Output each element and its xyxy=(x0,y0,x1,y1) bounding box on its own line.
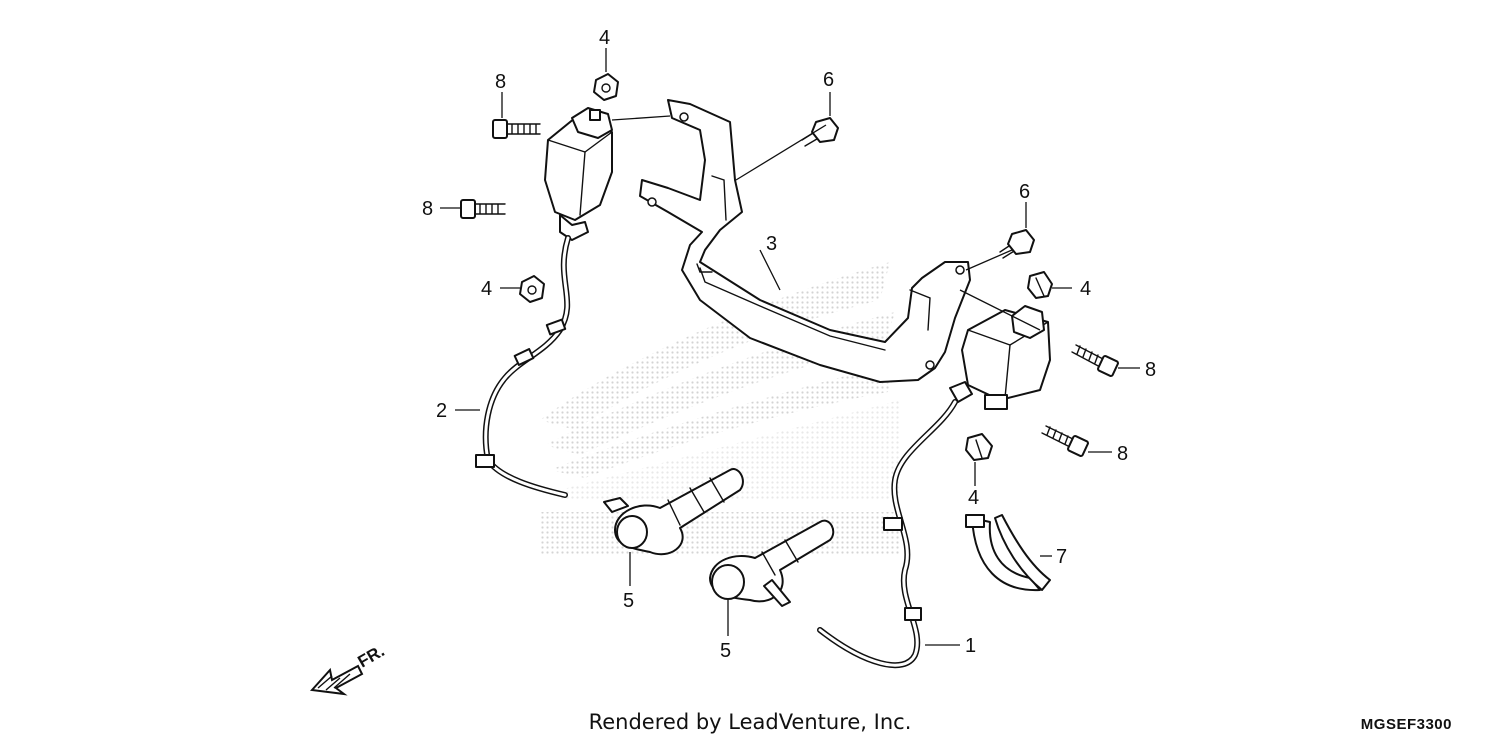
callout-3: 3 xyxy=(766,233,777,255)
callout-4: 4 xyxy=(968,487,979,509)
spark-plug-cap-upper[interactable] xyxy=(603,468,744,556)
callout-4: 4 xyxy=(599,27,610,49)
callout-5: 5 xyxy=(623,590,634,612)
bolt-mid-left[interactable] xyxy=(460,199,506,219)
drawing-code: MGSEF3300 xyxy=(1360,716,1452,733)
callout-labels: 4 8 6 8 6 3 4 4 8 2 8 4 7 5 1 5 xyxy=(422,27,1156,662)
callout-6: 6 xyxy=(1019,181,1030,203)
front-arrow-icon: FR. xyxy=(309,641,388,696)
clip-right-lower[interactable] xyxy=(965,433,993,461)
callout-4: 4 xyxy=(481,278,492,300)
nut-top[interactable] xyxy=(593,73,619,101)
bolt-6-upper[interactable] xyxy=(801,117,839,147)
ignition-coil-left[interactable] xyxy=(544,107,613,241)
callout-8: 8 xyxy=(1145,359,1156,381)
callout-8: 8 xyxy=(422,198,433,220)
clip-right-upper[interactable] xyxy=(1027,271,1053,299)
callout-7: 7 xyxy=(1056,546,1067,568)
ignition-coil-right[interactable] xyxy=(949,305,1051,410)
render-credit: Rendered by LeadVenture, Inc. xyxy=(588,710,912,734)
callout-5: 5 xyxy=(720,640,731,662)
callout-1: 1 xyxy=(965,635,976,657)
callout-8: 8 xyxy=(1117,443,1128,465)
spark-plug-cap-lower[interactable] xyxy=(709,519,835,607)
wire-part-2[interactable] xyxy=(475,235,571,498)
bolt-6-lower[interactable] xyxy=(999,229,1035,259)
callout-4: 4 xyxy=(1080,278,1091,300)
leader-lines xyxy=(440,48,1140,646)
callout-2: 2 xyxy=(436,400,447,422)
bracket-part-3[interactable] xyxy=(639,99,971,383)
bolt-upper-left[interactable] xyxy=(492,119,541,139)
wire-part-1[interactable] xyxy=(817,399,958,669)
callout-6: 6 xyxy=(823,69,834,91)
bolt-right-lower[interactable] xyxy=(1041,425,1089,457)
nut-left[interactable] xyxy=(519,275,545,303)
callout-8: 8 xyxy=(495,71,506,93)
bolt-right-upper[interactable] xyxy=(1071,344,1119,377)
band-part-7[interactable] xyxy=(965,514,1051,592)
brand-wing-watermark xyxy=(540,262,900,554)
